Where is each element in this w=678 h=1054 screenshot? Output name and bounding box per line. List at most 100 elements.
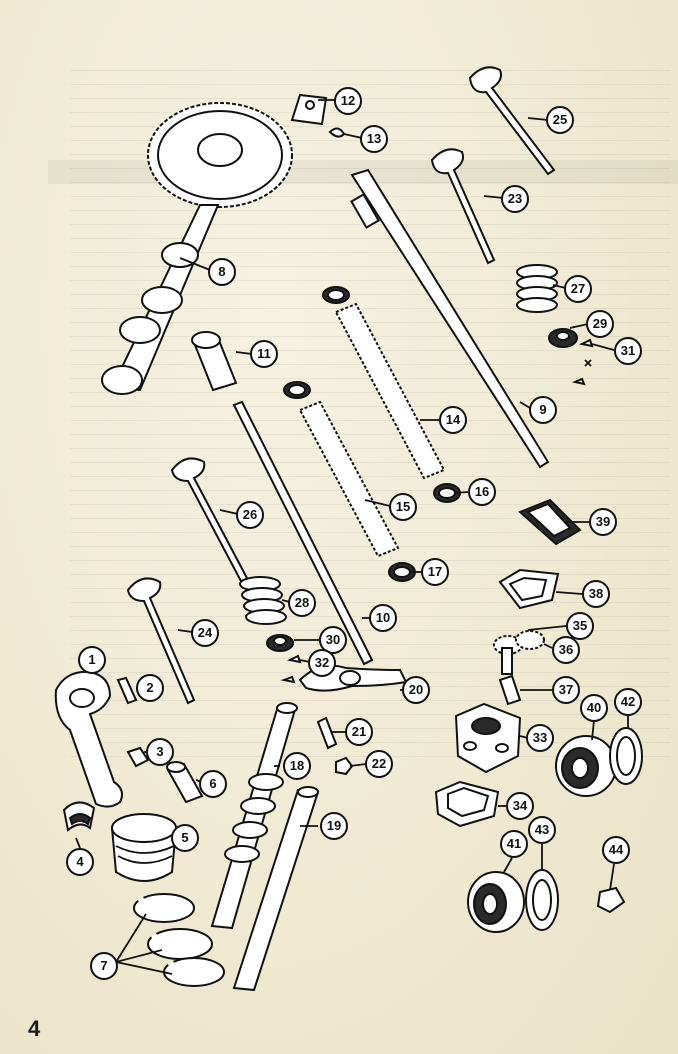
part-39-gauze-pad	[518, 498, 582, 546]
svg-text:44: 44	[609, 842, 624, 857]
callout-26: 26	[236, 501, 264, 529]
svg-text:4: 4	[76, 854, 84, 869]
callout-42: 42	[614, 688, 642, 716]
svg-text:38: 38	[589, 586, 603, 601]
part-14-pushrod-tube	[322, 286, 446, 480]
callout-24: 24	[191, 619, 219, 647]
callout-11: 11	[250, 340, 278, 368]
callout-2: 2	[136, 674, 164, 702]
callout-31: 31	[614, 337, 642, 365]
part-37-spindle	[498, 674, 522, 706]
part-10-pushrod	[232, 400, 374, 666]
svg-text:15: 15	[396, 499, 410, 514]
part-27-valve-spring	[516, 264, 558, 313]
part-19-rocker-shaft	[232, 786, 320, 992]
part-22-locknut	[335, 756, 354, 776]
part-8-camshaft	[101, 102, 293, 395]
part-36-oil-pump-gear	[515, 630, 545, 650]
callout-1: 1	[78, 646, 106, 674]
svg-text:13: 13	[367, 131, 381, 146]
part-29-spring-cap	[548, 328, 578, 348]
part-43-gasket	[525, 869, 559, 931]
callout-34: 34	[506, 792, 534, 820]
svg-text:6: 6	[209, 776, 216, 791]
svg-text:43: 43	[535, 822, 549, 837]
callout-38: 38	[582, 580, 610, 608]
callout-32: 32	[308, 649, 336, 677]
part-26-valve	[170, 457, 250, 585]
svg-text:19: 19	[327, 818, 341, 833]
callout-43: 43	[528, 816, 556, 844]
leader-lines	[75, 99, 629, 975]
callout-6: 6	[199, 770, 227, 798]
part-32-collets	[280, 654, 302, 684]
callout-20: 20	[402, 676, 430, 704]
part-41-oil-seal-housing	[467, 871, 525, 933]
svg-text:9: 9	[539, 402, 546, 417]
callout-22: 22	[365, 750, 393, 778]
svg-text:18: 18	[290, 758, 304, 773]
svg-text:33: 33	[533, 730, 547, 745]
callout-18: 18	[283, 752, 311, 780]
part-38-gasket	[498, 568, 560, 610]
callout-13: 13	[360, 125, 388, 153]
part-6-gudgeon-pin	[166, 761, 204, 804]
part-9-pushrod	[350, 168, 550, 469]
callout-29: 29	[586, 310, 614, 338]
part-25-valve	[468, 66, 556, 176]
part-34-gasket	[434, 780, 500, 828]
svg-text:17: 17	[428, 564, 442, 579]
part-31-collets	[571, 338, 594, 386]
svg-text:2: 2	[146, 680, 153, 695]
svg-text:30: 30	[326, 632, 340, 647]
part-21-adjuster-screw	[316, 716, 338, 750]
svg-text:36: 36	[559, 642, 573, 657]
callout-28: 28	[288, 589, 316, 617]
svg-text:10: 10	[376, 610, 390, 625]
page-number: 4	[28, 1016, 41, 1041]
svg-text:24: 24	[198, 625, 213, 640]
svg-text:23: 23	[508, 191, 522, 206]
svg-text:34: 34	[513, 798, 528, 813]
svg-text:16: 16	[475, 484, 489, 499]
svg-text:37: 37	[559, 682, 573, 697]
callout-15: 15	[389, 493, 417, 521]
callout-9: 9	[529, 396, 557, 424]
svg-text:35: 35	[573, 618, 587, 633]
part-18-rocker-shaft-assembly	[210, 702, 298, 930]
callout-14: 14	[439, 406, 467, 434]
callout-5: 5	[171, 824, 199, 852]
part-2-bolt	[116, 676, 138, 705]
part-44-plug	[596, 886, 626, 914]
svg-text:40: 40	[587, 700, 601, 715]
callout-44: 44	[602, 836, 630, 864]
callout-12: 12	[334, 87, 362, 115]
part-40-oil-seal-housing	[555, 735, 617, 797]
callout-23: 23	[501, 185, 529, 213]
callout-25: 25	[546, 106, 574, 134]
callout-33: 33	[526, 724, 554, 752]
callout-40: 40	[580, 694, 608, 722]
callout-37: 37	[552, 676, 580, 704]
svg-text:32: 32	[315, 655, 329, 670]
callout-17: 17	[421, 558, 449, 586]
callout-10: 10	[369, 604, 397, 632]
part-7-piston-rings	[133, 893, 225, 987]
part-23-valve	[430, 148, 496, 265]
callout-16: 16	[468, 478, 496, 506]
callout-39: 39	[589, 508, 617, 536]
part-33-oil-pump-body	[454, 702, 522, 774]
part-42-gasket	[609, 727, 643, 785]
callout-19: 19	[320, 812, 348, 840]
part-1-connecting-rod	[54, 670, 123, 808]
svg-text:26: 26	[243, 507, 257, 522]
part-3-nut	[126, 746, 150, 768]
svg-text:21: 21	[352, 724, 366, 739]
part-30-spring-cap	[266, 634, 294, 652]
svg-text:25: 25	[553, 112, 567, 127]
svg-text:29: 29	[593, 316, 607, 331]
callout-4: 4	[66, 848, 94, 876]
svg-text:39: 39	[596, 514, 610, 529]
